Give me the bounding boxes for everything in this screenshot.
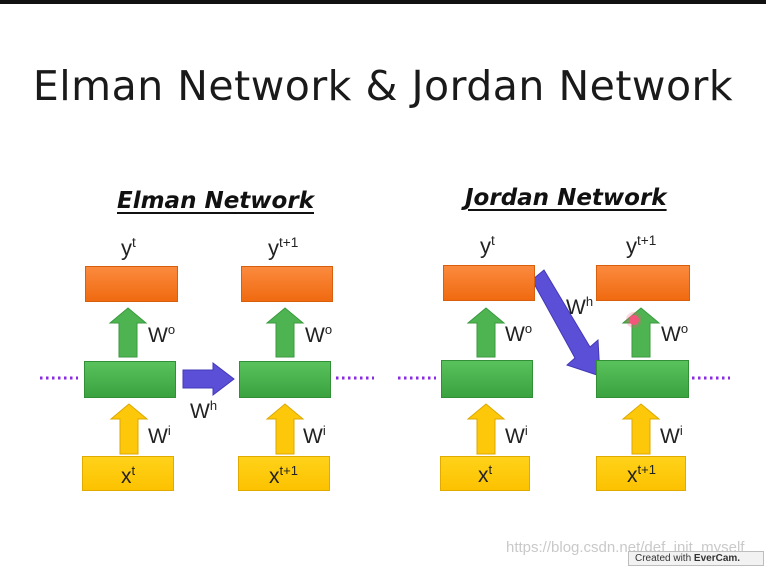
jordan-t1-output-arrow <box>621 307 661 358</box>
elman-input-t <box>82 456 174 491</box>
elman-wi-t1-label: Wi <box>303 423 326 449</box>
elman-title: Elman Network <box>117 188 314 214</box>
jordan-t-output-arrow <box>466 307 506 358</box>
jordan-hidden-t <box>441 360 533 398</box>
elman-t1-output-arrow <box>265 307 305 358</box>
jordan-t1-input-arrow <box>621 403 661 455</box>
jordan-recurrent-arrow <box>531 269 601 377</box>
jordan-title: Jordan Network <box>465 185 667 211</box>
elman-y-t-label: yt <box>121 235 136 261</box>
elman-x-t1-label: xt+1 <box>269 463 298 489</box>
evercam-badge: Created with EverCam. <box>628 551 764 566</box>
top-bar <box>0 0 766 4</box>
badge-brand: EverCam. <box>693 553 741 564</box>
elman-input-t1 <box>238 456 330 491</box>
jordan-hidden-t1 <box>596 360 689 398</box>
elman-output-t <box>85 266 178 302</box>
elman-t-output-arrow <box>108 307 148 358</box>
jordan-wo-t-label: Wo <box>505 321 533 347</box>
elman-recurrent-arrow <box>182 361 235 397</box>
elman-t-input-arrow <box>109 403 149 455</box>
jordan-output-t <box>443 265 535 301</box>
jordan-y-t-label: yt <box>480 233 495 259</box>
jordan-wi-t-label: Wi <box>505 423 528 449</box>
cursor-highlight <box>629 315 639 325</box>
jordan-input-t <box>440 456 530 491</box>
elman-y-t1-label: yt+1 <box>268 235 299 261</box>
jordan-wi-t1-label: Wi <box>660 423 683 449</box>
elman-wo-t1-label: Wo <box>305 322 333 348</box>
elman-wi-t-label: Wi <box>148 423 171 449</box>
jordan-t-input-arrow <box>466 403 506 455</box>
badge-prefix: Created with <box>635 553 694 564</box>
elman-hidden-t <box>84 361 176 398</box>
elman-x-t-label: xt <box>121 463 136 489</box>
jordan-wo-t1-label: Wo <box>661 321 689 347</box>
jordan-wh-label: Wh <box>566 294 594 320</box>
jordan-input-t1 <box>596 456 686 491</box>
jordan-output-t1 <box>596 265 690 301</box>
elman-wh-label: Wh <box>190 398 218 424</box>
elman-t1-input-arrow <box>265 403 305 455</box>
elman-hidden-t1 <box>239 361 331 398</box>
jordan-x-t1-label: xt+1 <box>627 462 656 488</box>
elman-output-t1 <box>241 266 333 302</box>
slide-title: Elman Network & Jordan Network <box>32 62 734 110</box>
jordan-y-t1-label: yt+1 <box>626 233 657 259</box>
elman-wo-t-label: Wo <box>148 322 176 348</box>
jordan-x-t-label: xt <box>478 462 493 488</box>
